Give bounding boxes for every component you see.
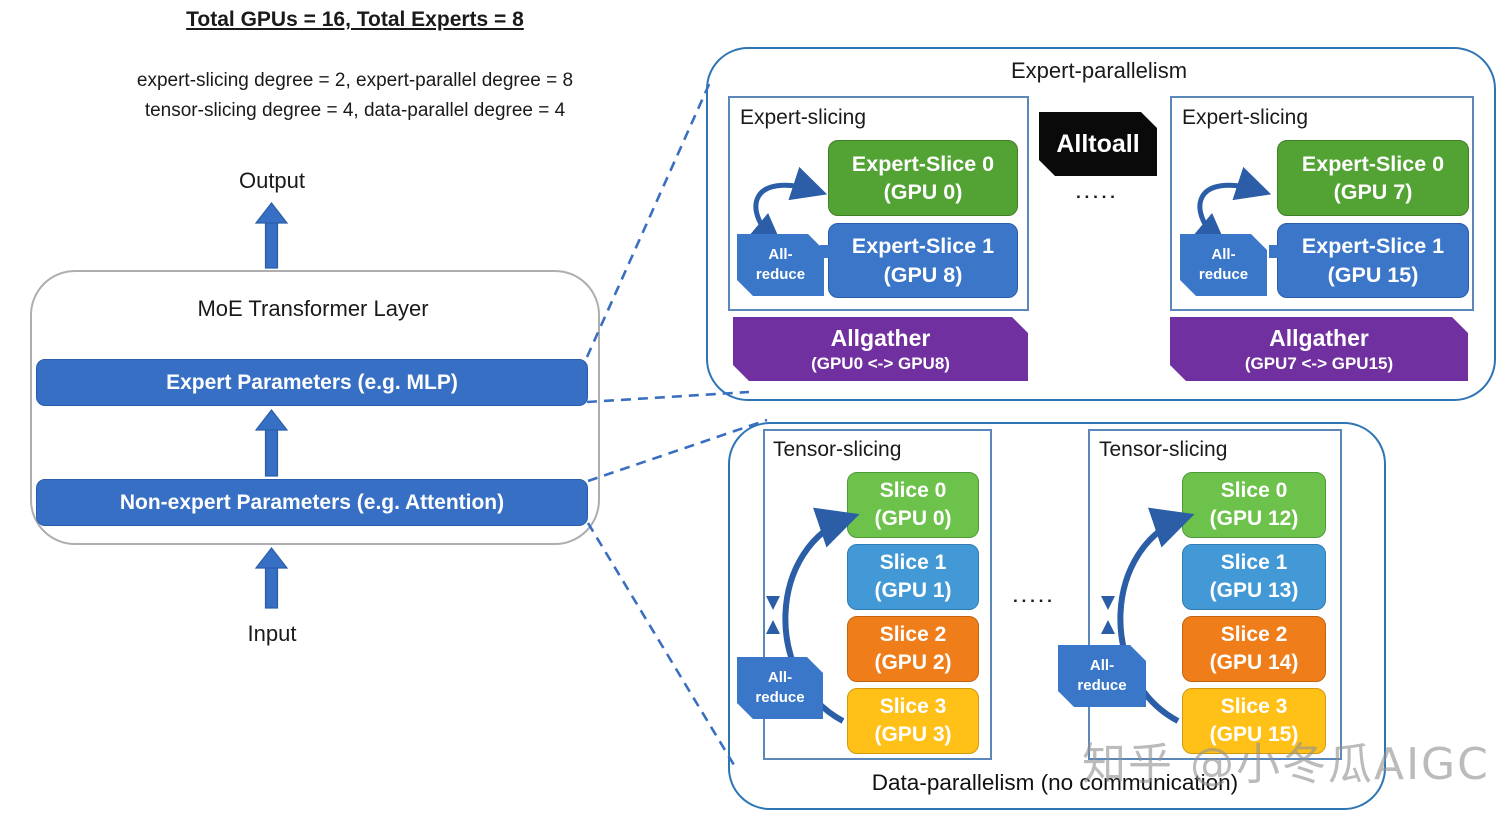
input-label: Input (247, 621, 297, 646)
slice-gpu: (GPU 3) (874, 723, 952, 746)
all-reduce-line2: reduce (755, 689, 805, 706)
slice-1-box: Slice 1 (GPU 1) (847, 544, 979, 610)
all-reduce-badge: All- reduce (1180, 234, 1267, 296)
all-reduce-badge: All- reduce (737, 234, 824, 296)
subtitle-line-2: tensor-slicing degree = 4, data-parallel… (144, 100, 566, 121)
slice-name: Expert-Slice 0 (851, 151, 995, 176)
input-arrow-icon (254, 547, 289, 609)
slice-gpu: (GPU 14) (1209, 651, 1299, 674)
allreduce-connector (1269, 245, 1279, 258)
moe-box-title: MoE Transformer Layer (197, 296, 429, 321)
tensor-slicing-label: Tensor-slicing (1099, 438, 1228, 461)
slice-name: Expert-Slice 0 (1301, 151, 1445, 176)
slice-gpu: (GPU 15) (1327, 262, 1419, 287)
slice-3-box: Slice 3 (GPU 3) (847, 688, 979, 754)
header-title: Total GPUs = 16, Total Experts = 8 (186, 8, 524, 31)
slice-0-box: Slice 0 (GPU 12) (1182, 472, 1326, 538)
expert-slice-1-box: Expert-Slice 1 (GPU 15) (1277, 223, 1469, 298)
all-reduce-line1: All- (1089, 656, 1115, 674)
all-reduce-line1: All- (768, 245, 793, 263)
allgather-banner-0: Allgather (GPU0 <-> GPU8) (733, 317, 1028, 381)
output-label: Output (238, 168, 306, 193)
slice-name: Slice 3 (1220, 695, 1288, 719)
all-reduce-badge: All- reduce (1058, 645, 1146, 707)
allgather-banner-1: Allgather (GPU7 <-> GPU15) (1170, 317, 1468, 381)
slice-name: Expert-Slice 1 (1301, 234, 1445, 259)
slice-gpu: (GPU 8) (883, 262, 963, 287)
slice-2-box: Slice 2 (GPU 14) (1182, 616, 1326, 682)
ellipsis-dots-expert: ▪▪▪▪▪ (1076, 192, 1120, 203)
slice-1-box: Slice 1 (GPU 13) (1182, 544, 1326, 610)
tensor-slicing-label: Tensor-slicing (773, 438, 902, 461)
slice-gpu: (GPU 7) (1333, 180, 1413, 204)
slice-name: Slice 0 (879, 479, 947, 503)
watermark: 知乎 @小冬瓜AIGC (1082, 739, 1490, 790)
slice-name: Slice 1 (1220, 551, 1288, 575)
slice-gpu: (GPU 2) (874, 651, 952, 674)
slice-name: Slice 3 (879, 695, 947, 719)
slice-gpu: (GPU 15) (1209, 723, 1299, 746)
all-reduce-line2: reduce (1198, 266, 1249, 283)
allgather-detail: (GPU0 <-> GPU8) (811, 353, 950, 373)
allgather-label: Allgather (830, 325, 931, 351)
all-reduce-line2: reduce (755, 266, 806, 283)
ellipsis-dots-tensor: ▪▪▪▪▪ (1013, 596, 1057, 607)
slice-gpu: (GPU 0) (874, 507, 952, 530)
allgather-label: Allgather (1269, 325, 1369, 351)
tensor-slicing-group-1: Tensor-slicing Slice 0 (GPU 12) Slice 1 … (1088, 429, 1342, 760)
nonexpert-parameters-bar: Non-expert Parameters (e.g. Attention) (36, 479, 588, 526)
expert-slicing-group-1: Expert-slicing Expert-Slice 0 (GPU 7) Ex… (1170, 96, 1474, 311)
subtitle-line-1: expert-slicing degree = 2, expert-parall… (136, 70, 574, 91)
slice-gpu: (GPU 13) (1209, 579, 1299, 602)
expert-slicing-label: Expert-slicing (740, 106, 867, 129)
all-reduce-badge: All- reduce (737, 657, 823, 719)
slice-name: Slice 1 (879, 551, 947, 575)
slice-3-box: Slice 3 (GPU 15) (1182, 688, 1326, 754)
expert-slice-0-box: Expert-Slice 0 (GPU 0) (828, 140, 1018, 216)
expert-slice-1-box: Expert-Slice 1 (GPU 8) (828, 223, 1018, 298)
allgather-detail: (GPU7 <-> GPU15) (1244, 353, 1394, 373)
output-arrow-icon (254, 202, 289, 269)
header-subtitle: expert-slicing degree = 2, expert-parall… (55, 66, 655, 126)
all-reduce-line2: reduce (1077, 677, 1127, 694)
slice-gpu: (GPU 12) (1209, 507, 1299, 530)
slice-gpu: (GPU 1) (874, 579, 952, 602)
expert-slice-0-box: Expert-Slice 0 (GPU 7) (1277, 140, 1469, 216)
data-parallelism-caption: Data-parallelism (no communication) (871, 770, 1239, 795)
expert-parallelism-title: Expert-parallelism (1010, 58, 1188, 83)
expert-slicing-label: Expert-slicing (1182, 106, 1309, 129)
dashed-connector-tensor-bottom (586, 522, 736, 766)
all-reduce-line1: All- (1211, 245, 1236, 263)
all-reduce-line1: All- (767, 668, 793, 686)
slice-name: Slice 2 (879, 623, 947, 647)
slice-name: Slice 2 (1220, 623, 1288, 647)
slice-2-box: Slice 2 (GPU 2) (847, 616, 979, 682)
expert-parameters-bar: Expert Parameters (e.g. MLP) (36, 359, 588, 406)
expert-slicing-group-0: Expert-slicing Expert-Slice 0 (GPU 0) Ex… (728, 96, 1029, 311)
alltoall-box: Alltoall (1039, 112, 1157, 176)
allreduce-connector (820, 245, 830, 258)
slice-name: Expert-Slice 1 (851, 234, 995, 259)
slice-name: Slice 0 (1220, 479, 1288, 503)
slice-gpu: (GPU 0) (883, 180, 963, 204)
slice-0-box: Slice 0 (GPU 0) (847, 472, 979, 538)
